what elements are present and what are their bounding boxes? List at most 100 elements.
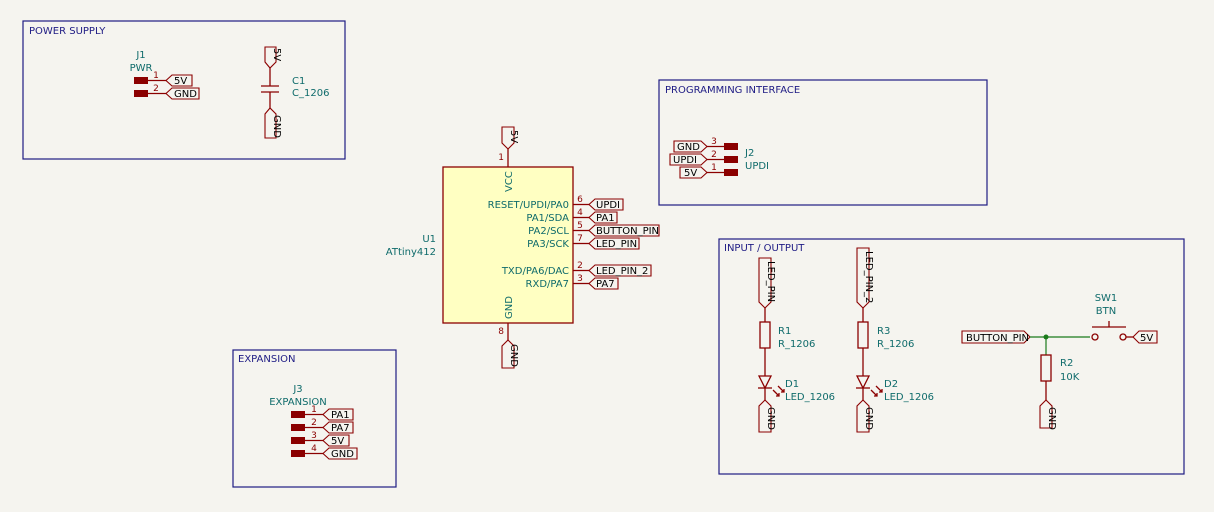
u1-pin-row-3[interactable]: PA3/SCK 7 LED_PIN [527,234,640,250]
j2-pad-3 [724,143,738,150]
j2-pin-2: 2 [711,150,717,160]
u1-body [442,166,574,324]
d1-light-arrows [772,385,785,397]
u1-pin-num-4: 2 [577,261,583,271]
r1-value: R_1206 [778,339,815,350]
io-section: INPUT / OUTPUT LED_PIN R1 R_1206 D1 LED_… [718,238,1185,475]
u1-flag-button-pin [588,224,660,237]
d1-value: LED_1206 [785,392,835,403]
button-circuit[interactable]: BUTTON_PIN SW1 BTN 5V R2 10K GND [961,293,1158,430]
u1-net-0: UPDI [596,200,620,211]
c1-flag-gnd [264,107,277,139]
r3-value: R_1206 [877,339,914,350]
j1-value: PWR [130,63,153,74]
r1-body [759,321,771,349]
d2-ref: D2 [884,379,898,390]
j2-pad-2 [724,156,738,163]
r3-flag-led-pin-2 [856,247,870,309]
j3-ref: J3 [292,384,302,395]
u1-pin-num-5: 3 [577,274,583,284]
j3-net-3: 5V [331,436,344,447]
j2-ref: J2 [744,148,754,159]
d1-ref: D1 [785,379,799,390]
u1-pin-row-5[interactable]: RXD/PA7 3 PA7 [526,274,619,290]
u1-pin-name-2: PA2/SCL [528,226,569,237]
led-channel-1[interactable]: LED_PIN R1 R_1206 D1 LED_1206 GND [757,257,835,433]
u1-gnd-pin: 8 [498,327,504,337]
j3-flag-pa1 [322,408,354,421]
d2-flag-gnd [856,399,870,433]
led-channel-2[interactable]: LED_PIN_2 R3 R_1206 D2 LED_1206 GND [855,247,934,433]
connector-j1[interactable]: J1 PWR 1 2 5V GND [130,50,200,100]
j2-net-5v: 5V [684,168,697,179]
u1-flag-led-pin [588,237,640,250]
j3-pin-4: 4 [311,444,317,454]
j1-net-flag-gnd [165,87,200,100]
u1-pin-row-4[interactable]: TXD/PA6/DAC 2 LED_PIN_2 [501,261,652,277]
j3-pin-2: 2 [311,418,317,428]
u1-net-gnd: GND [508,344,519,367]
u1-net-3: LED_PIN [596,239,637,250]
j2-value: UPDI [745,161,769,172]
c1-net-gnd: GND [271,115,282,138]
u1-pin-num-0: 6 [577,195,583,205]
u1-vcc-pin: 1 [498,153,504,163]
power-supply-title: POWER SUPPLY [29,26,106,37]
r1-net-led-pin: LED_PIN [765,261,776,302]
u1-flag-gnd [501,339,515,369]
j1-net-flag-5v [165,74,193,87]
j1-net-5v: 5V [174,76,187,87]
d2-triangle [855,375,871,390]
u1-pin-name-3: PA3/SCK [527,239,569,250]
sw1-net-button-pin: BUTTON_PIN [966,333,1029,344]
u1-pin-name-4: TXD/PA6/DAC [501,266,569,277]
sw1-contact-right [1119,333,1127,341]
r2-value: 10K [1060,372,1080,383]
u1-vcc-label: VCC [504,171,515,192]
j3-pad-1 [291,411,305,418]
c1-net-5v: 5V [271,48,282,61]
u1-net-5: PA7 [596,279,615,290]
u1-pin-row-2[interactable]: PA2/SCL 5 BUTTON_PIN [528,221,660,237]
j2-pin-1: 1 [711,163,717,173]
u1-value: ATtiny412 [386,247,436,258]
r2-flag-gnd [1039,399,1053,429]
c1-ref: C1 [292,76,305,87]
io-frame [718,238,1185,475]
j3-pad-2 [291,424,305,431]
u1-pin-row-0[interactable]: RESET/UPDI/PA0 6 UPDI [488,195,624,211]
u1-pin-row-1[interactable]: PA1/SDA 4 PA1 [526,208,618,224]
r3-net-led-pin-2: LED_PIN_2 [863,251,874,303]
expansion-title: EXPANSION [238,354,296,365]
d2-value: LED_1206 [884,392,934,403]
c1-flag-5v [264,46,277,69]
j3-net-4: GND [331,449,354,460]
j3-flag-gnd [322,447,358,460]
u1-flag-updi [588,198,624,211]
j3-net-1: PA1 [331,410,350,421]
j2-flag-5v [679,166,708,179]
sw1-ref: SW1 [1095,293,1118,304]
u1-net-4: LED_PIN_2 [596,266,648,277]
programming-title: PROGRAMMING INTERFACE [665,85,800,96]
j1-ref: J1 [135,50,145,61]
u1-net-1: PA1 [596,213,615,224]
expansion-section: EXPANSION J3 EXPANSION 1 2 3 4 PA1 PA7 5… [232,349,397,488]
j3-pad-3 [291,437,305,444]
u1-pin-name-0: RESET/UPDI/PA0 [488,200,569,211]
j1-net-gnd: GND [174,89,197,100]
d1-net-gnd: GND [765,407,776,430]
j2-flag-gnd [673,140,708,153]
connector-j3[interactable]: J3 EXPANSION 1 2 3 4 PA1 PA7 5V GND [269,384,358,460]
sw1-net-5v: 5V [1140,333,1153,344]
u1-pin-num-1: 4 [577,208,583,218]
j3-value: EXPANSION [269,397,327,408]
u1-net-2: BUTTON_PIN [596,226,659,237]
j2-net-updi: UPDI [673,155,697,166]
d2-light-arrows [870,385,883,397]
capacitor-c1[interactable]: 5V GND C1 C_1206 [261,46,329,139]
mcu-u1[interactable]: 5V 1 VCC GND U1 ATtiny412 8 GND RESET/UP… [386,126,660,369]
connector-j2[interactable]: GND UPDI 5V 3 2 1 J2 UPDI [669,137,769,179]
j1-pin-2: 2 [153,84,159,94]
expansion-frame [232,349,397,488]
